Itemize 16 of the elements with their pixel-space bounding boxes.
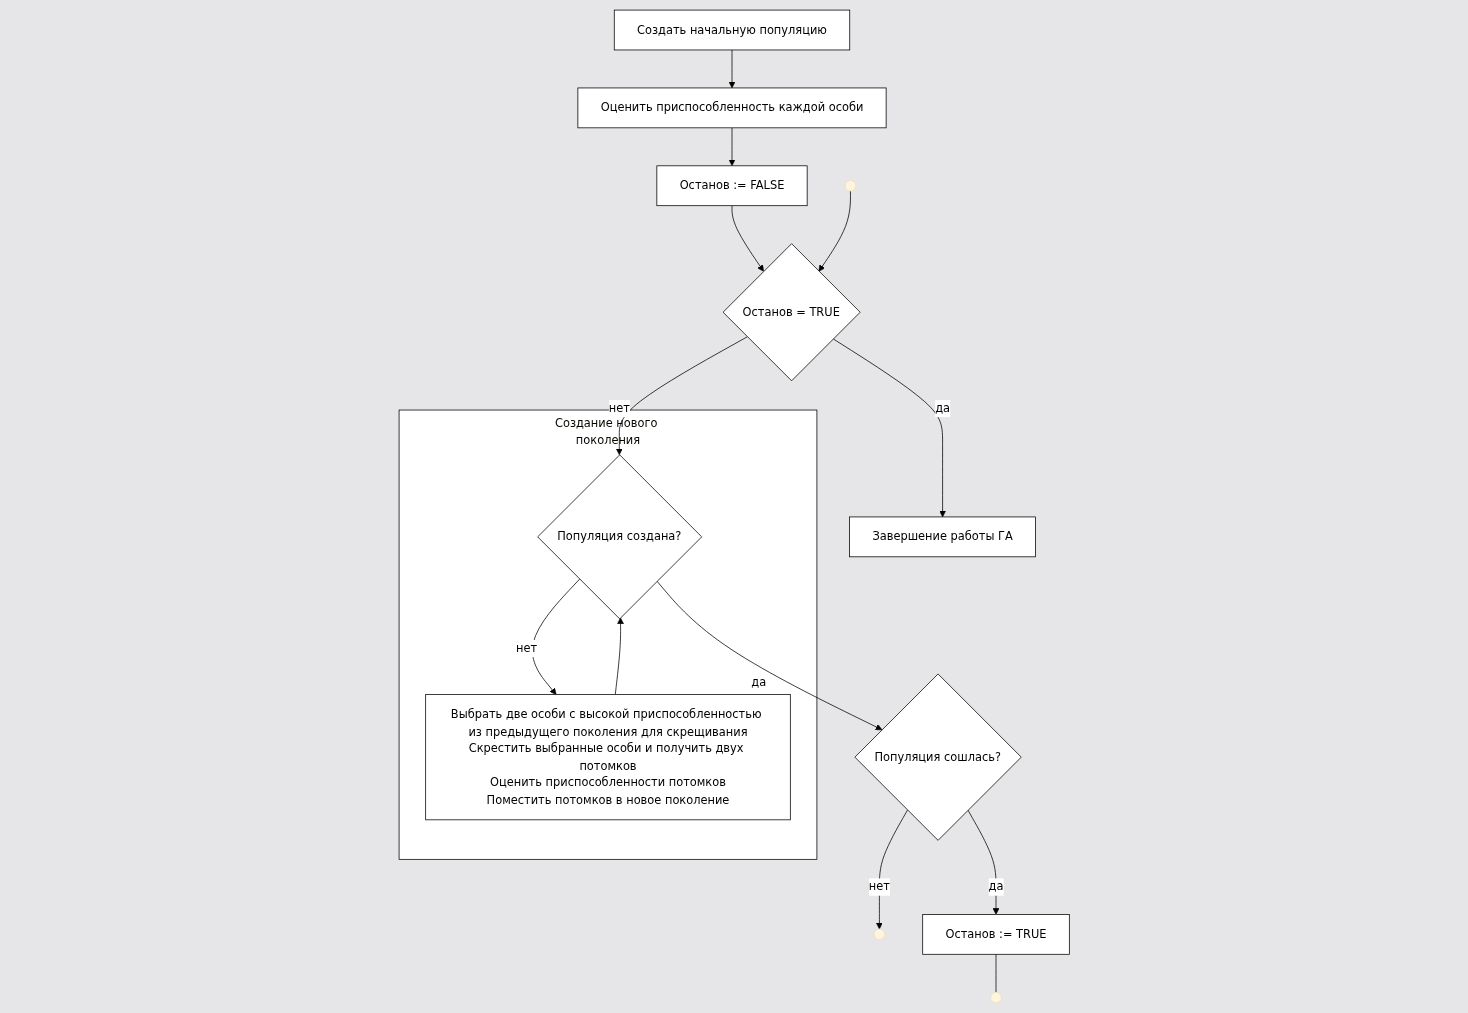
node-box: Завершение работы ГА (849, 516, 1036, 558)
edge-label: нет (515, 641, 538, 656)
node-box: Оценить приспособленность каждой особи (577, 87, 887, 129)
node-diamond: Популяция создана? (537, 454, 702, 620)
node-box: Выбрать две особи с высокой приспособленностью из предыдущего поколения для скрещивания Скрестить выбранные особи и получить двух потомков Оценить приспособленности потомков Поместить потомков в новое поколение (425, 694, 791, 821)
node-box: Создать начальную популяцию (613, 9, 850, 51)
node-box: Останов := TRUE (922, 914, 1070, 955)
node-box: Останов := FALSE (656, 165, 808, 207)
node-diamond: Популяция сошлась? (854, 673, 1022, 841)
edge-label: да (934, 401, 950, 415)
node-diamond: Останов = TRUE (722, 243, 861, 382)
connector (995, 953, 997, 993)
edge-label: да (751, 675, 767, 689)
edge-label: нет (868, 879, 890, 894)
edge-label: нет (608, 401, 630, 415)
edge-label: да (988, 879, 1004, 894)
